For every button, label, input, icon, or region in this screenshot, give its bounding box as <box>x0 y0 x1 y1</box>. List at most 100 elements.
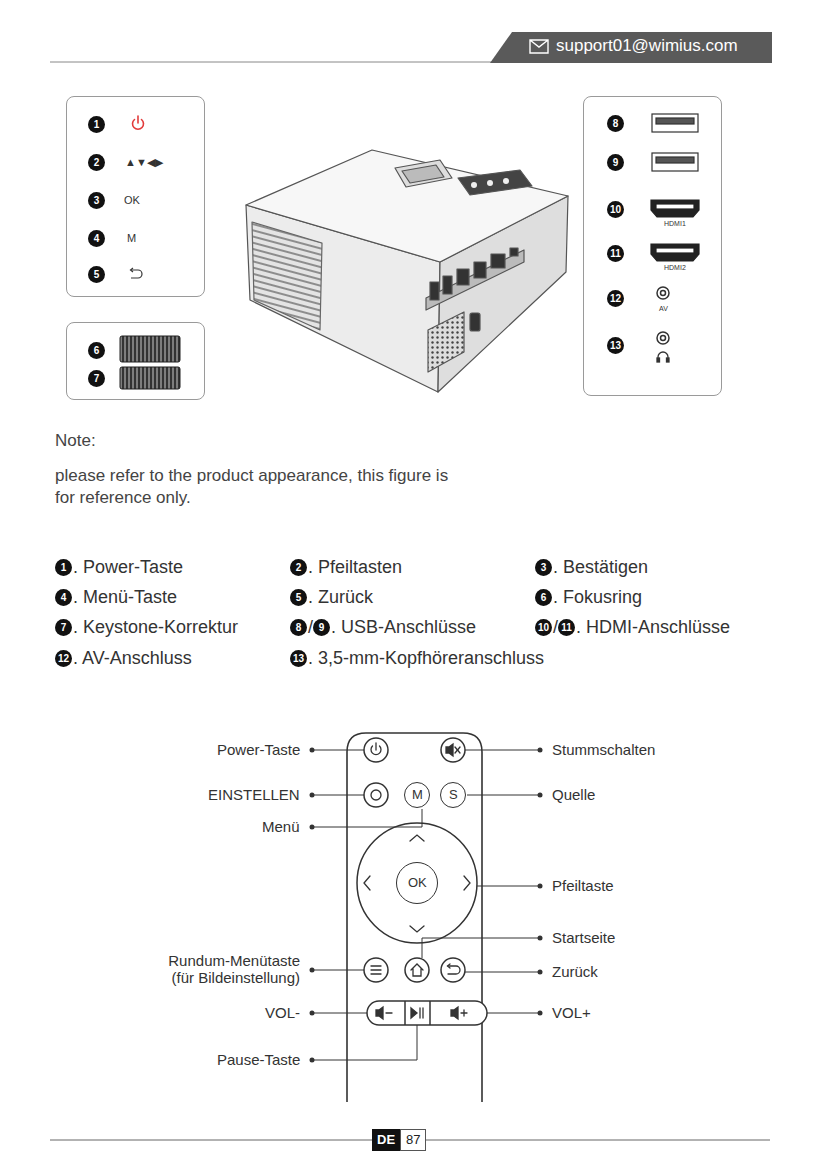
svg-rect <box>430 282 439 300</box>
callout-number: 4 <box>88 230 105 247</box>
part-name: . Power-Taste <box>73 557 183 578</box>
svg-circle <box>538 936 543 941</box>
legend-row: 4. Menü-Taste <box>55 587 177 608</box>
svg-circle <box>657 287 669 299</box>
svg-path <box>451 1007 458 1019</box>
callout-number: 2 <box>290 559 307 576</box>
svg-circle <box>538 884 543 889</box>
svg-rect <box>470 313 480 331</box>
part-name: . HDMI-Anschlüsse <box>576 617 730 638</box>
callout-number: 7 <box>55 619 72 636</box>
svg-line <box>386 1012 392 1013</box>
button-label: OK <box>408 876 427 891</box>
projector <box>246 150 568 392</box>
svg-circle <box>364 738 388 762</box>
remote-label: Pfeiltaste <box>552 877 614 894</box>
svg-line <box>419 1008 420 1018</box>
svg-circle <box>661 291 666 296</box>
svg-polygon <box>426 250 524 310</box>
svg-circle <box>310 793 315 798</box>
legend-row: 10/11. HDMI-Anschlüsse <box>535 617 730 638</box>
svg-circle <box>487 180 493 186</box>
svg-rect <box>656 118 694 124</box>
note-heading: Note: <box>55 431 96 451</box>
svg-line <box>422 1008 423 1018</box>
svg-line <box>463 1010 464 1016</box>
callout-number: 1 <box>88 116 105 133</box>
envelope-icon <box>530 40 548 53</box>
svg-path <box>448 964 451 968</box>
page-number: 87 <box>406 1133 420 1148</box>
svg-line <box>371 973 381 974</box>
remote-buttons <box>357 738 487 1025</box>
ok-symbol: OK <box>124 194 140 207</box>
svg-line <box>312 750 364 751</box>
callout-number: 5 <box>290 589 307 606</box>
source-button: S <box>440 782 466 808</box>
svg-line <box>312 970 364 971</box>
power-icon <box>133 116 144 129</box>
port-label: AV <box>659 305 668 313</box>
callout-number: 6 <box>535 589 552 606</box>
svg-polygon <box>252 222 322 330</box>
remote-label: Pause-Taste <box>217 1051 300 1068</box>
svg-path <box>464 876 470 890</box>
svg-circle <box>310 1058 315 1063</box>
svg-circle <box>405 958 429 982</box>
svg-polygon <box>402 165 444 183</box>
svg-rect <box>656 157 694 163</box>
legend-row: 7. Keystone-Korrektur <box>55 617 238 638</box>
button-label: M <box>412 788 423 803</box>
svg-rect <box>474 262 486 278</box>
callout-number: 1 <box>55 559 72 576</box>
remote-label: Stummschalten <box>552 741 655 758</box>
svg-rect <box>457 269 469 285</box>
svg-circle <box>657 332 669 344</box>
arrow-keys-symbol: ▲▼◀▶ <box>125 156 163 169</box>
back-icon <box>131 268 143 278</box>
svg-circle <box>538 748 543 753</box>
footer-rule <box>50 1140 372 1141</box>
callout-number: 12 <box>55 650 72 667</box>
remote-body <box>347 733 482 1102</box>
callout-number: 4 <box>55 589 72 606</box>
callout-number: 8 <box>290 619 307 636</box>
svg-circle <box>538 793 543 798</box>
language-box: DE <box>372 1129 400 1151</box>
svg-line <box>137 116 139 123</box>
remote-label: Zurück <box>552 963 598 980</box>
footer-rule <box>426 1140 770 1141</box>
callout-number: 10 <box>607 201 624 218</box>
wheel-panel: 67 <box>66 322 205 400</box>
callout-number: 9 <box>313 619 330 636</box>
svg-path <box>410 926 424 932</box>
page-number-box: 87 <box>400 1129 426 1151</box>
band-fill <box>490 32 772 63</box>
svg-line <box>371 965 381 966</box>
focus-wheel <box>120 336 180 362</box>
part-name: . Menü-Taste <box>73 587 177 608</box>
leader-dot <box>310 748 543 1063</box>
svg-path <box>651 200 699 217</box>
svg-line <box>455 747 460 753</box>
svg-circle <box>538 1011 543 1016</box>
callout-number: 8 <box>607 115 624 132</box>
svg-rect <box>510 248 518 256</box>
svg-circle <box>441 738 465 762</box>
svg-line <box>477 886 540 887</box>
callout-number: 9 <box>607 154 624 171</box>
svg-circle <box>364 783 388 807</box>
legend-row: 13. 3,5-mm-Kopfhöreranschluss <box>290 648 544 669</box>
email-text: support01@wimius.com <box>556 36 738 56</box>
svg-path <box>312 809 422 827</box>
svg-path <box>411 1008 417 1018</box>
port-label: HDMI2 <box>664 264 686 272</box>
svg-polygon <box>458 170 532 195</box>
remote-label: Startseite <box>552 929 615 946</box>
svg-circle <box>310 1011 315 1016</box>
svg-path <box>658 352 668 361</box>
button-panel: 12▲▼◀▶3OK4M5 <box>66 96 205 297</box>
callout-number: 6 <box>88 342 105 359</box>
callout-number: 11 <box>607 245 624 262</box>
